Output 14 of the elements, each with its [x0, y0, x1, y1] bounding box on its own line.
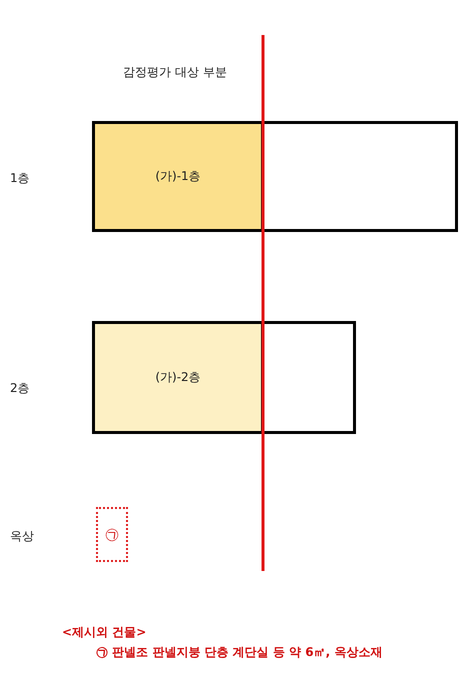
- area-label: (가)-1층: [155, 168, 201, 185]
- floor-area: [264, 321, 356, 434]
- floor-label: 2층: [10, 380, 30, 397]
- floor-label: 옥상: [10, 528, 34, 545]
- item-mark: ㉠: [105, 526, 119, 544]
- note-text: ㉠ 판넬조 판넬지붕 단층 계단실 등 약 6㎡, 옥상소재: [96, 644, 382, 661]
- floor-area: [92, 321, 264, 434]
- note-text: <제시외 건물>: [62, 624, 146, 641]
- area-label: (가)-2층: [155, 369, 201, 386]
- floor-area: [264, 121, 458, 232]
- floor-area: [92, 121, 264, 232]
- floor-label: 1층: [10, 170, 30, 187]
- diagram-title: 감정평가 대상 부분: [122, 64, 228, 81]
- dotted-outline: [96, 507, 128, 562]
